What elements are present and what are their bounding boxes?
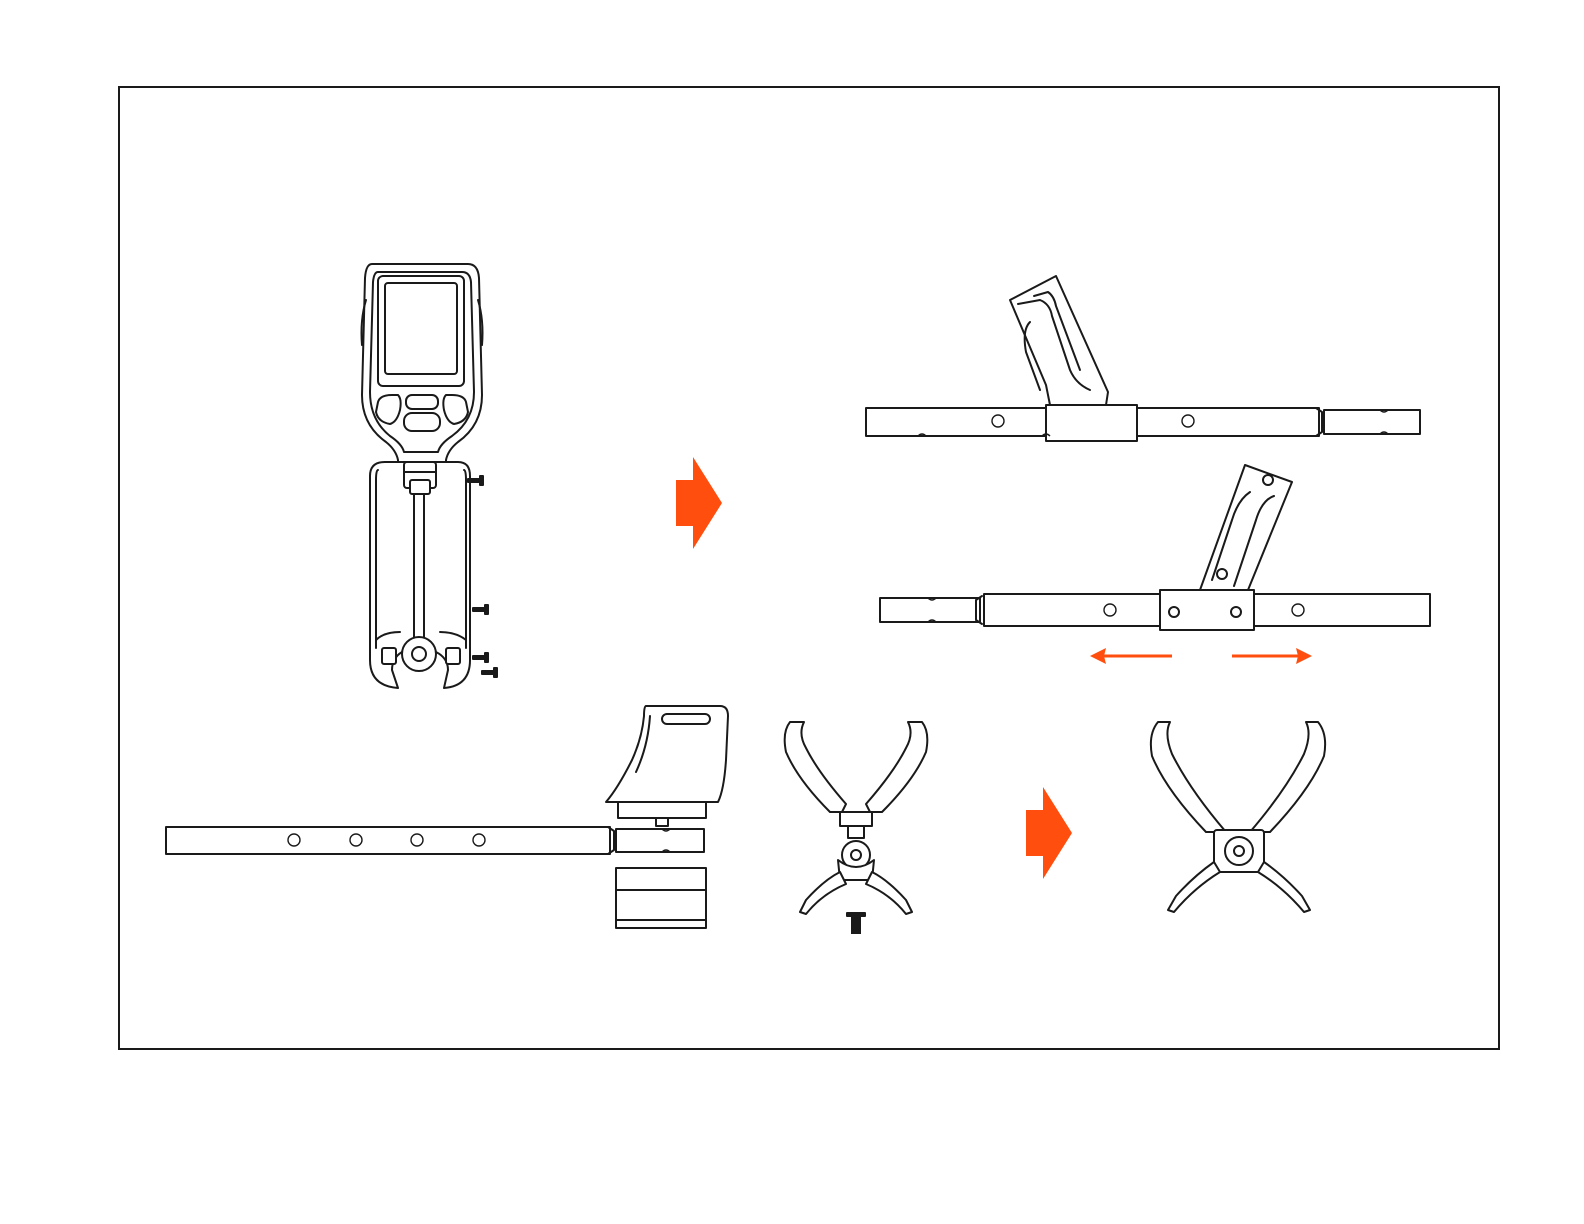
bracket-screw — [846, 912, 866, 934]
control-unit-handle — [362, 264, 483, 688]
extend-arrows — [1090, 648, 1312, 664]
armrest-cup — [606, 706, 728, 826]
screw-icon — [472, 652, 489, 663]
screw-icon — [472, 604, 489, 615]
lower-rod — [166, 827, 704, 854]
upper-shaft — [866, 276, 1420, 441]
rod-clamp — [616, 868, 706, 928]
screw-icon — [481, 667, 498, 678]
extend-right-arrow-icon — [1232, 648, 1312, 664]
lower-shaft — [880, 465, 1430, 630]
coil-yoke-assembled — [1151, 722, 1325, 912]
coil-yoke — [785, 722, 928, 914]
extend-left-arrow-icon — [1090, 648, 1172, 664]
next-step-arrow-icon — [1026, 787, 1072, 879]
next-step-arrow-icon — [676, 457, 722, 549]
